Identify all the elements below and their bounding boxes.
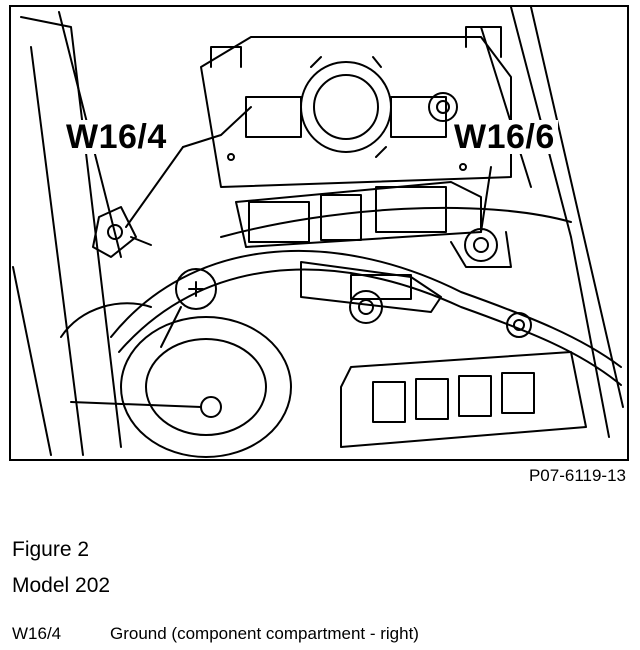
figure-reference-code: P07-6119-13 [528,466,626,485]
relay-block [200,36,512,188]
leader-line-w16-4 [182,106,252,148]
wiring-plug [235,181,482,248]
ground-point-w16-6 [464,228,498,262]
callout-w16-4: W16/4 [63,120,170,154]
model-label: Model 202 [12,574,111,597]
diagram-frame: W16/4 W16/6 [9,5,629,461]
horn [120,316,292,458]
nut [428,92,458,122]
cable [110,249,622,368]
relay-module [340,351,587,448]
ground-point-w16-4 [92,206,137,258]
horn-mount [175,268,217,310]
component-compartment-drawing [12,7,624,458]
figure-number: Figure 2 [12,538,90,561]
leader-line-w16-6 [480,166,492,233]
callout-w16-6: W16/6 [451,120,558,154]
round-connector [300,61,392,153]
legend-item: W16/4 Ground (component compartment - rig… [12,624,632,644]
legend-description: Ground (component compartment - right) [110,624,419,643]
legend-code: W16/4 [12,624,62,643]
